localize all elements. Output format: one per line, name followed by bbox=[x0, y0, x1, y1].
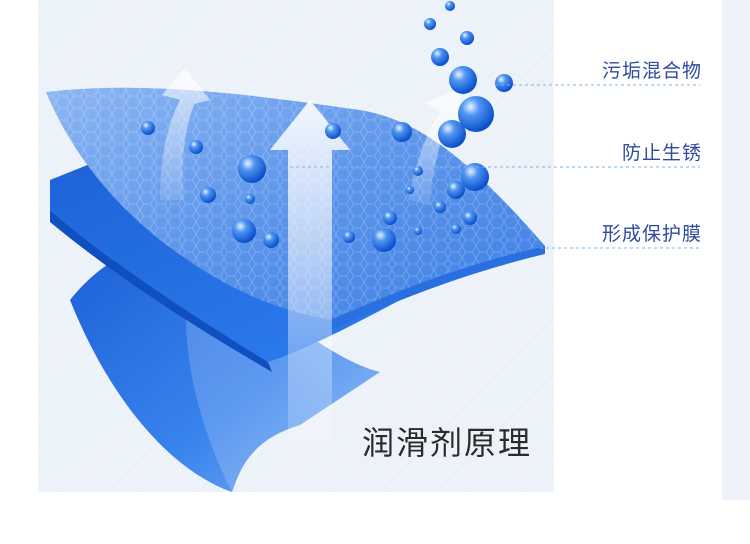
label-protective-film: 形成保护膜 bbox=[601, 223, 702, 245]
water-bubble-icon bbox=[263, 232, 279, 248]
water-bubble-icon bbox=[238, 155, 266, 183]
diagram-title: 润滑剂原理 bbox=[362, 424, 533, 462]
water-bubble-icon bbox=[383, 211, 397, 225]
water-bubble-icon bbox=[495, 74, 513, 92]
water-bubble-icon bbox=[445, 1, 455, 11]
water-bubble-icon bbox=[458, 96, 494, 132]
up-arrow-icon bbox=[408, 88, 462, 205]
bottom-layer bbox=[70, 242, 380, 492]
water-bubble-icon bbox=[406, 186, 414, 194]
label-rust-prevention: 防止生锈 bbox=[621, 142, 702, 164]
water-bubble-icon bbox=[343, 231, 355, 243]
water-bubble-icon bbox=[245, 194, 255, 204]
water-bubble-icon bbox=[141, 121, 155, 135]
water-bubble-icon bbox=[424, 18, 436, 30]
water-bubble-icon bbox=[431, 48, 449, 66]
water-bubble-icon bbox=[463, 211, 477, 225]
water-bubble-icon bbox=[460, 31, 474, 45]
up-arrow-icon bbox=[160, 68, 210, 200]
water-bubble-icon bbox=[325, 123, 341, 139]
label-dirt-mixture: 污垢混合物 bbox=[601, 60, 702, 82]
water-bubble-icon bbox=[438, 120, 466, 148]
water-bubble-icon bbox=[413, 166, 423, 176]
water-bubbles bbox=[141, 1, 513, 252]
water-bubble-icon bbox=[434, 201, 446, 213]
water-bubble-icon bbox=[200, 187, 216, 203]
up-arrow-icon bbox=[270, 100, 350, 440]
water-bubble-icon bbox=[461, 163, 489, 191]
water-bubble-icon bbox=[414, 227, 422, 235]
water-bubble-icon bbox=[451, 224, 461, 234]
water-bubble-icon bbox=[447, 181, 465, 199]
water-bubble-icon bbox=[232, 219, 256, 243]
water-bubble-icon bbox=[449, 66, 477, 94]
water-bubble-icon bbox=[189, 140, 203, 154]
water-bubble-icon bbox=[392, 122, 412, 142]
water-bubble-icon bbox=[372, 228, 396, 252]
